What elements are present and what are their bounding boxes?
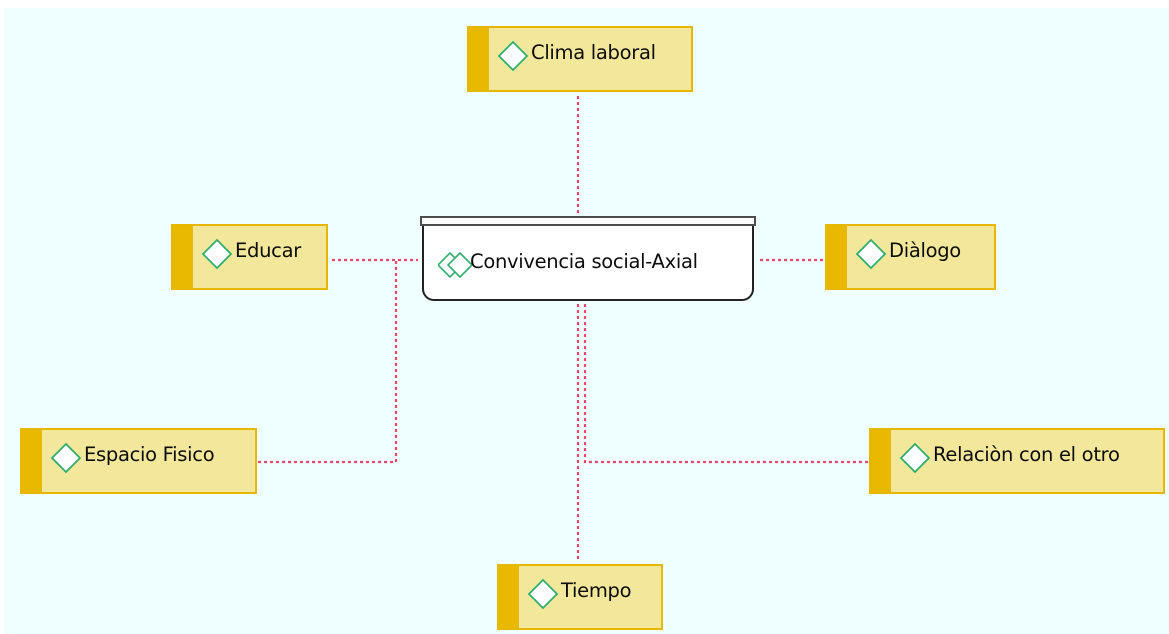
code-node-espacio-fisico[interactable]: Espacio Fisico	[20, 428, 257, 494]
core-category-node[interactable]: Convivencia social-Axial	[420, 216, 756, 302]
core-node-header-bar	[420, 216, 756, 226]
node-label: Espacio Fisico	[84, 443, 215, 466]
diamond-icon	[497, 40, 529, 72]
node-label: Tiempo	[561, 579, 632, 602]
core-node-body: Convivencia social-Axial	[422, 226, 754, 301]
code-node-tiempo[interactable]: Tiempo	[497, 564, 663, 630]
double-diamond-icon	[438, 251, 474, 279]
node-accent-bar	[499, 566, 519, 628]
node-accent-bar	[469, 28, 489, 90]
node-label: Educar	[235, 239, 301, 262]
link-relacion	[583, 304, 868, 464]
node-label: Diàlogo	[889, 239, 961, 262]
diamond-icon	[899, 442, 931, 474]
node-accent-bar	[871, 430, 891, 492]
node-label: Relaciòn con el otro	[933, 443, 1120, 466]
code-node-relacion-con-el-otro[interactable]: Relaciòn con el otro	[869, 428, 1165, 494]
core-node-label: Convivencia social-Axial	[470, 250, 698, 273]
diamond-icon	[855, 238, 887, 270]
node-accent-bar	[827, 226, 847, 288]
node-accent-bar	[22, 430, 42, 492]
node-accent-bar	[173, 226, 193, 288]
diamond-icon	[201, 238, 233, 270]
diagram-canvas	[4, 8, 1169, 634]
link-espacio	[258, 260, 398, 464]
code-node-educar[interactable]: Educar	[171, 224, 328, 290]
diamond-icon	[527, 578, 559, 610]
code-node-clima-laboral[interactable]: Clima laboral	[467, 26, 693, 92]
code-node-dialogo[interactable]: Diàlogo	[825, 224, 996, 290]
node-label: Clima laboral	[531, 41, 656, 64]
diamond-icon	[50, 442, 82, 474]
